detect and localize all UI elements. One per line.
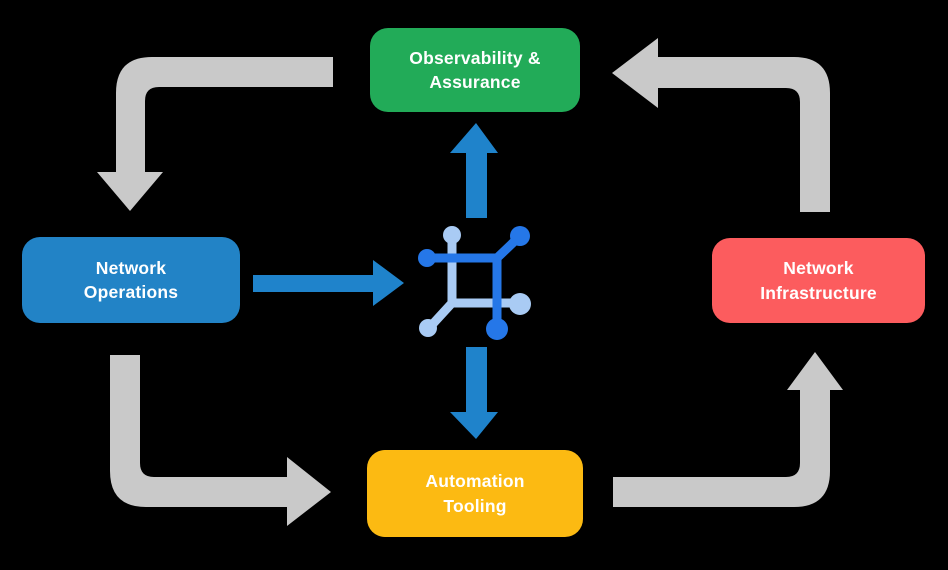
network-nodes-icon (418, 226, 531, 340)
node-network-operations: Network Operations (22, 237, 240, 323)
arrow-icon-to-observability (450, 123, 498, 218)
node-tooling-label: Automation Tooling (425, 471, 525, 516)
arrow-icon-to-tooling (450, 347, 498, 439)
node-observability-assurance: Observability & Assurance (370, 28, 580, 112)
icon-node-bottom (486, 318, 508, 340)
node-operations-label: Network Operations (83, 257, 179, 303)
node-automation-tooling: Automation Tooling (367, 450, 583, 537)
arrow-infrastructure-to-observability (612, 38, 830, 212)
icon-node-right (509, 293, 531, 315)
icon-node-bottom-left (419, 319, 437, 337)
node-network-infrastructure: Network Infrastructure (712, 238, 925, 323)
arrow-operations-to-icon (253, 260, 404, 306)
network-icon-dark-layer (418, 226, 530, 340)
node-observability-label: Observability & Assurance (409, 47, 541, 93)
node-infrastructure-label: Network Infrastructure (760, 258, 877, 303)
arrow-operations-to-tooling (110, 355, 331, 526)
icon-node-left (418, 249, 436, 267)
icon-node-top (443, 226, 461, 244)
icon-node-top-right (510, 226, 530, 246)
arrow-observability-to-operations (97, 57, 333, 211)
arrow-tooling-to-infrastructure (613, 352, 843, 507)
